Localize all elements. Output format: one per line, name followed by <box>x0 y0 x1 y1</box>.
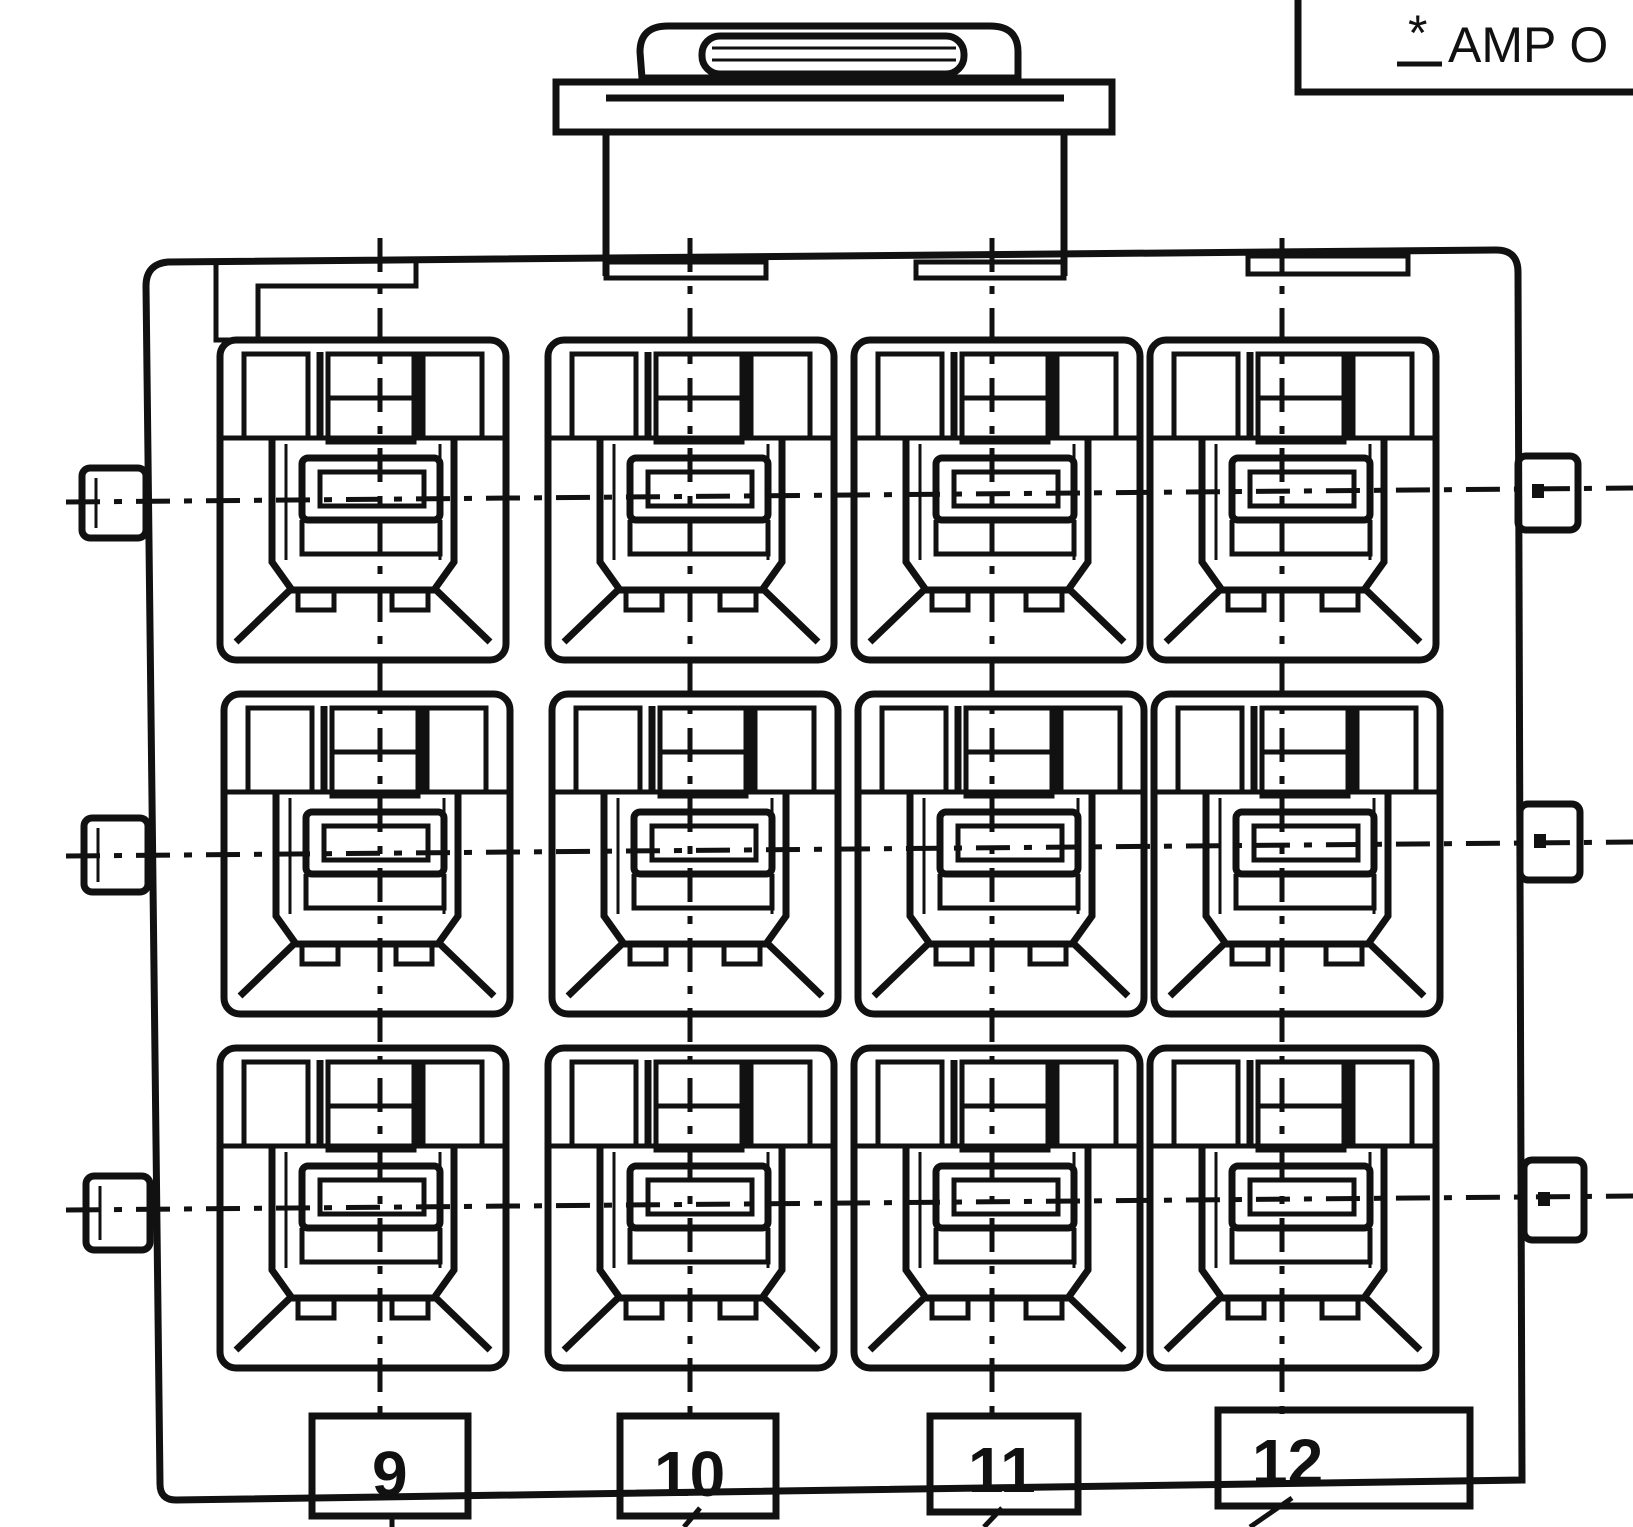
terminal-cavity <box>1146 1044 1440 1372</box>
terminal-cavity <box>854 690 1148 1018</box>
cavity-number-row: 9 10 11 12 <box>308 1406 1474 1527</box>
cavity-number-9: 9 <box>372 1438 408 1510</box>
cavity-number-11: 11 <box>968 1434 1036 1506</box>
legend-text: AMP O <box>1448 17 1608 73</box>
terminal-cavity <box>850 336 1144 664</box>
connector-housing <box>142 246 1526 1504</box>
terminal-cavity <box>548 690 842 1018</box>
centerline-horizontal <box>65 485 1633 505</box>
centerline-horizontal <box>65 1193 1633 1213</box>
terminal-cavity <box>1150 690 1444 1018</box>
centerlines <box>65 238 1633 1420</box>
centerline-horizontal <box>65 839 1633 859</box>
legend-marker: * <box>1408 5 1427 61</box>
terminal-cavity <box>850 1044 1144 1372</box>
connector-latch <box>552 22 1116 281</box>
legend-box: * AMP O <box>1294 0 1633 96</box>
cavity-number-10: 10 <box>654 1438 725 1510</box>
cavity-number-12: 12 <box>1252 1426 1323 1498</box>
cavity-grid <box>216 336 1444 1372</box>
terminal-cavity <box>1146 336 1440 664</box>
